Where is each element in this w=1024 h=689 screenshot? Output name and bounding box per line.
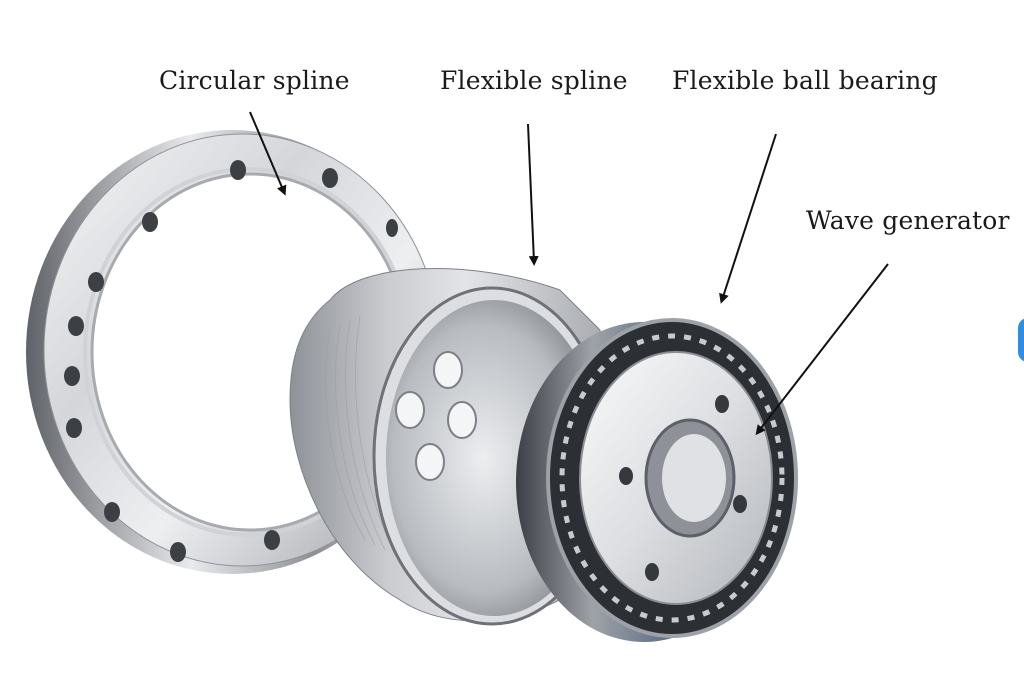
arrow-icon	[249, 111, 287, 196]
bolt-hole	[264, 530, 280, 550]
label-wave-generator: Wave generator	[806, 206, 1010, 235]
label-flexible-ball-bearing: Flexible ball bearing	[672, 66, 938, 95]
bolt-hole	[68, 316, 84, 336]
hub-hole	[447, 401, 477, 439]
bolt-hole	[64, 366, 80, 386]
bolt-hole	[733, 495, 747, 513]
label-flexible-spline: Flexible spline	[440, 66, 628, 95]
bolt-hole	[386, 219, 398, 237]
bolt-hole	[230, 160, 246, 180]
edge-tab[interactable]	[1018, 318, 1024, 362]
arrow-icon	[719, 133, 777, 304]
arrow-icon	[755, 263, 889, 436]
bolt-hole	[619, 467, 633, 485]
arrow-icon	[527, 123, 539, 266]
bolt-hole	[645, 563, 659, 581]
flexible-spline-teeth	[325, 315, 396, 556]
hub-hole	[433, 351, 463, 389]
bolt-hole	[104, 502, 120, 522]
bolt-hole	[88, 272, 104, 292]
bolt-hole	[322, 168, 338, 188]
hub-hole	[395, 391, 425, 429]
flexible-spline-hub-holes	[395, 351, 477, 481]
label-circular-spline: Circular spline	[159, 66, 350, 95]
wave-generator-part	[516, 318, 798, 642]
hub-hole	[415, 443, 445, 481]
ball-bearing-cage	[559, 333, 785, 623]
circular-spline-holes	[64, 160, 398, 562]
wave-generator-holes	[619, 395, 747, 581]
bolt-hole	[142, 212, 158, 232]
bolt-hole	[715, 395, 729, 413]
bolt-hole	[170, 542, 186, 562]
bolt-hole	[66, 418, 82, 438]
wave-generator-bore-inner	[662, 434, 726, 522]
callout-arrows	[249, 111, 889, 436]
